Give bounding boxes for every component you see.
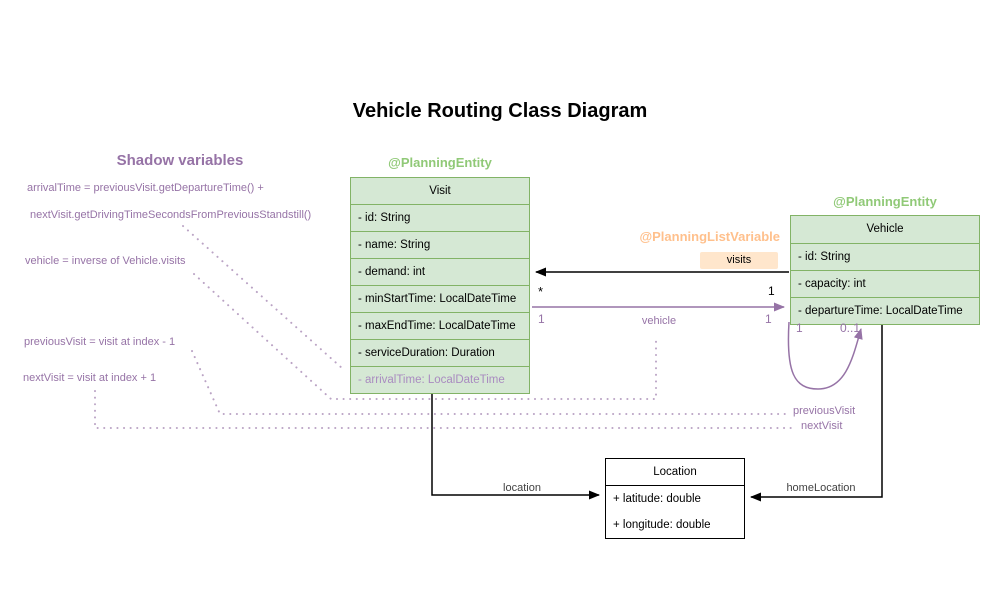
visit-class-name: Visit bbox=[351, 178, 529, 205]
visit-field: - id: String bbox=[351, 205, 529, 232]
visit-field: - minStartTime: LocalDateTime bbox=[351, 286, 529, 313]
visits-source-multiplicity: 1 bbox=[768, 284, 775, 298]
vehicle-target-multiplicity: 1 bbox=[765, 312, 772, 326]
vehicle-formula: vehicle = inverse of Vehicle.visits bbox=[25, 255, 186, 267]
next-visit-edge-label: nextVisit bbox=[801, 420, 843, 432]
visit-class: Visit - id: String - name: String - dema… bbox=[350, 177, 530, 394]
self-loop-source-multiplicity: 1 bbox=[796, 321, 803, 335]
planning-list-variable-stereotype: @PlanningListVariable bbox=[639, 229, 780, 244]
visit-field: - demand: int bbox=[351, 259, 529, 286]
vehicle-source-multiplicity: 1 bbox=[538, 312, 545, 326]
dotted-arrivaltime-link bbox=[182, 225, 344, 370]
location-class-name: Location bbox=[606, 459, 744, 486]
dotted-vehicle-link bbox=[193, 273, 657, 400]
previous-visit-formula: previousVisit = visit at index - 1 bbox=[24, 336, 176, 348]
visits-edge-label: visits bbox=[700, 252, 778, 269]
location-field: + longitude: double bbox=[613, 519, 711, 531]
vehicle-edge-label: vehicle bbox=[641, 315, 677, 327]
vehicle-class: Vehicle - id: String - capacity: int - d… bbox=[790, 215, 980, 325]
dotted-nextvisit-link bbox=[94, 390, 797, 429]
home-location-edge bbox=[750, 321, 883, 502]
arrival-formula-line1: arrivalTime = previousVisit.getDeparture… bbox=[27, 182, 264, 194]
arrival-formula-line2: nextVisit.getDrivingTimeSecondsFromPrevi… bbox=[30, 209, 312, 221]
visit-shadow-field: - arrivalTime: LocalDateTime bbox=[358, 374, 505, 386]
vehicle-field: - capacity: int bbox=[791, 271, 979, 298]
visit-field: - name: String bbox=[351, 232, 529, 259]
visit-field: - maxEndTime: LocalDateTime bbox=[351, 313, 529, 340]
location-edge-label: location bbox=[503, 482, 541, 494]
visits-target-multiplicity: * bbox=[538, 284, 544, 299]
vehicle-field: - departureTime: LocalDateTime bbox=[798, 305, 963, 317]
location-edge bbox=[431, 386, 600, 500]
vehicle-stereotype: @PlanningEntity bbox=[833, 194, 937, 209]
location-field: + latitude: double bbox=[613, 493, 701, 505]
location-class: Location + latitude: double + longitude:… bbox=[605, 458, 745, 539]
visit-field: - serviceDuration: Duration bbox=[351, 340, 529, 367]
home-location-edge-label: homeLocation bbox=[786, 482, 856, 494]
next-visit-formula: nextVisit = visit at index + 1 bbox=[23, 372, 157, 384]
vehicle-class-name: Vehicle bbox=[791, 216, 979, 244]
previous-visit-edge-label: previousVisit bbox=[793, 405, 856, 417]
visit-stereotype: @PlanningEntity bbox=[388, 155, 492, 170]
shadow-variables-heading: Shadow variables bbox=[116, 152, 244, 169]
vehicle-field: - id: String bbox=[791, 244, 979, 271]
self-loop-target-multiplicity: 0..1 bbox=[840, 321, 861, 335]
self-loop-edge bbox=[787, 321, 863, 390]
diagram-title: Vehicle Routing Class Diagram bbox=[352, 100, 648, 122]
